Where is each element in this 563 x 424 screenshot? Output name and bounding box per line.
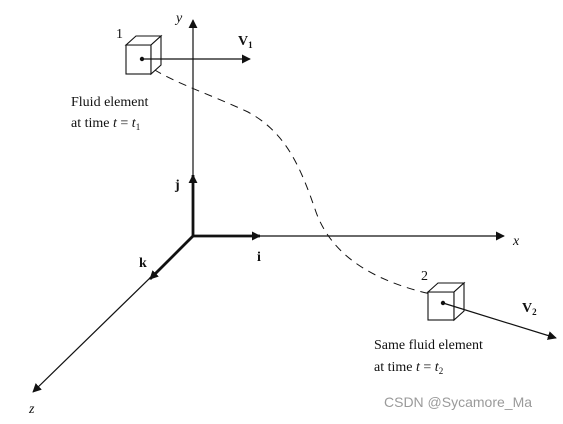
pathline — [142, 60, 441, 297]
unit-vector-k-label: k — [139, 256, 147, 271]
element-2-caption-line1: Same fluid element — [374, 338, 483, 353]
element-1-number: 1 — [116, 27, 123, 42]
unit-vector-i-label: i — [257, 250, 261, 265]
x-axis-label: x — [512, 234, 520, 249]
element-1-caption-line2: at time t = t1 — [71, 116, 140, 132]
watermark: CSDN @Sycamore_Ma — [384, 394, 532, 410]
element-2-caption-line2: at time t = t2 — [374, 360, 443, 376]
z-axis-label: z — [28, 402, 35, 417]
y-axis-label: y — [174, 11, 183, 26]
velocity-2-label: V2 — [522, 301, 537, 317]
velocity-vector-2 — [442, 302, 557, 340]
unit-vector-j-label: j — [174, 178, 180, 193]
fluid-element-1-cube — [124, 34, 163, 76]
element-2-number: 2 — [421, 269, 428, 284]
velocity-1-label: V1 — [238, 34, 253, 50]
unit-vector-k — [149, 235, 194, 280]
element-1-caption-line1: Fluid element — [71, 95, 148, 110]
fluid-element-2-cube — [426, 281, 466, 322]
